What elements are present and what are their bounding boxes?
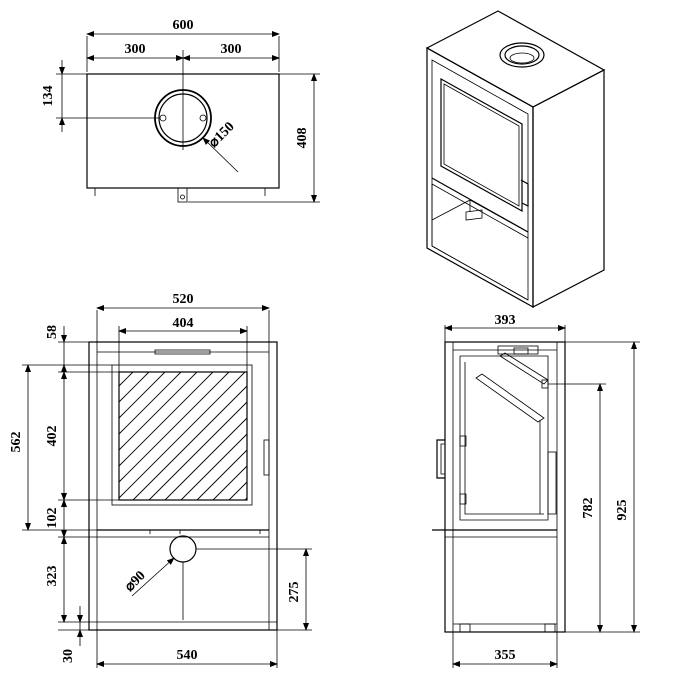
front-view: 520 404 58 402 562 102 323 <box>9 292 312 668</box>
lower-height-label: 323 <box>45 566 60 587</box>
height-562-label: 562 <box>9 432 24 453</box>
base-width-label: 540 <box>177 648 198 663</box>
side-depth-label: 393 <box>495 313 516 328</box>
top-depth-label: 408 <box>295 128 310 149</box>
side-view: 393 782 925 355 <box>432 313 640 668</box>
air-diameter-label: ⌀90 <box>122 568 148 594</box>
isometric-view <box>425 10 606 309</box>
side-view-outline <box>444 341 566 633</box>
glass-hatching <box>118 371 248 501</box>
front-width-label: 520 <box>173 292 194 307</box>
window-width-label: 404 <box>173 316 194 331</box>
top-width-label: 600 <box>173 18 194 33</box>
front-view-outline <box>88 341 278 631</box>
window-height-label: 402 <box>45 426 60 447</box>
top-left-half-label: 300 <box>125 42 146 57</box>
base-height-label: 30 <box>61 649 76 663</box>
top-right-half-label: 300 <box>221 42 242 57</box>
top-offset-label: 58 <box>45 325 60 339</box>
top-flue-offset-label: 134 <box>41 86 56 107</box>
window-bottom-label: 102 <box>45 508 60 529</box>
air-inlet-height-label: 275 <box>287 582 302 603</box>
top-view: 600 300 300 134 408 ⌀150 <box>41 18 320 203</box>
base-depth-label: 355 <box>495 648 516 663</box>
total-height-label: 925 <box>615 500 630 521</box>
height-782-label: 782 <box>581 498 596 519</box>
iso-flue-collar <box>499 42 545 68</box>
